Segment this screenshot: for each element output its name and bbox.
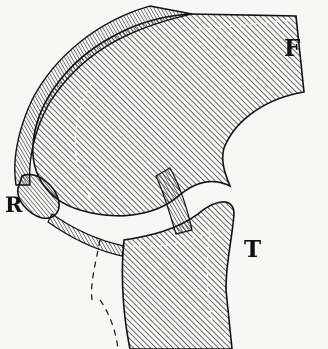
tibia-label: T	[244, 238, 261, 261]
patella-label: R	[5, 194, 22, 215]
patellar-ligament	[48, 214, 124, 256]
femur-label: F	[284, 37, 300, 60]
capsule-line-lower	[100, 300, 118, 349]
